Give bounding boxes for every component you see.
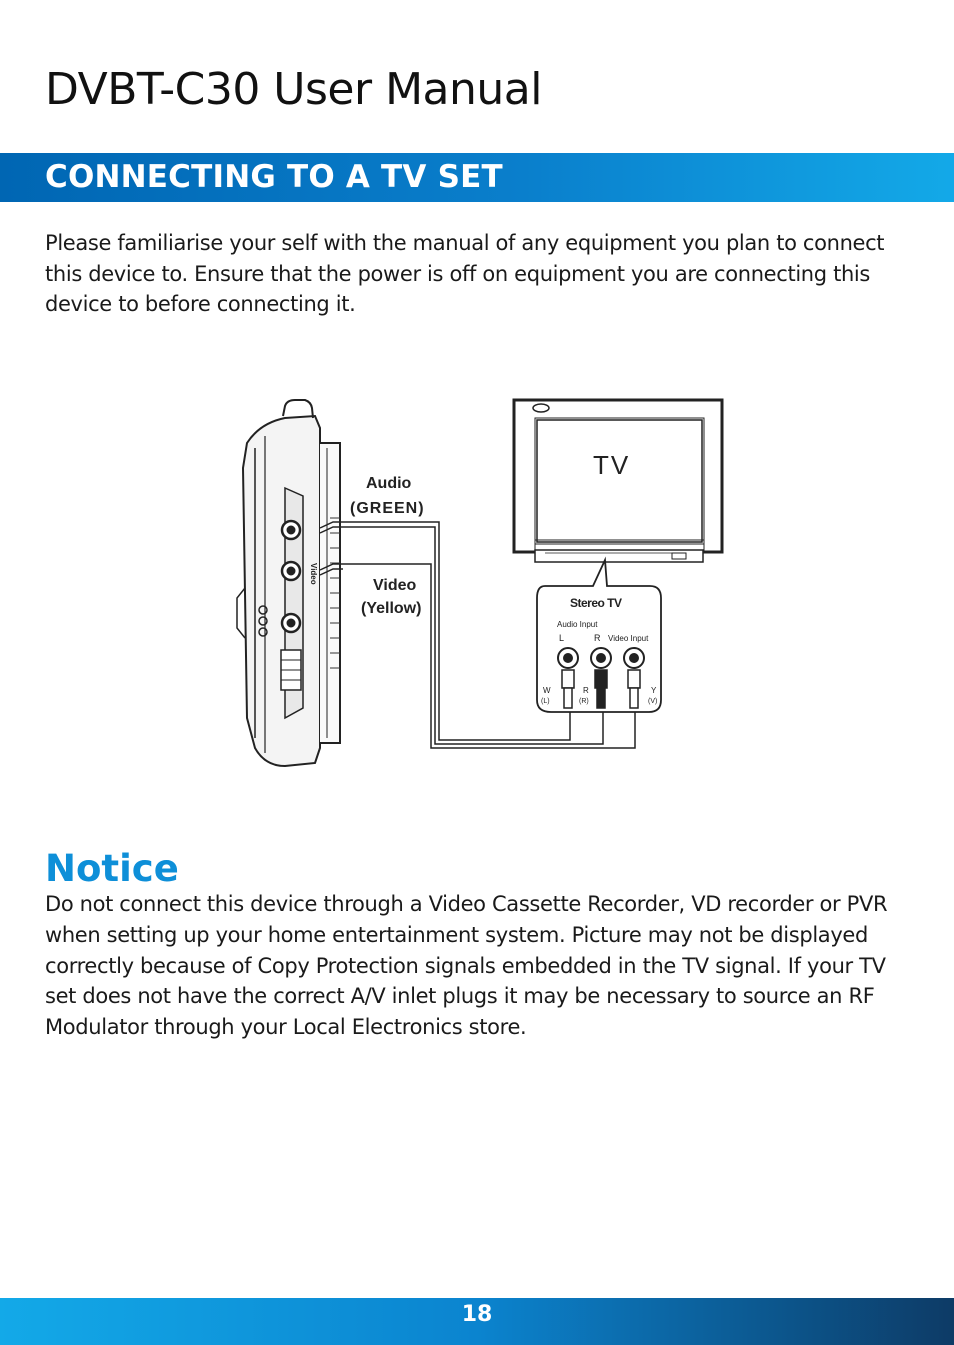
tv-set — [512, 398, 724, 563]
footer-band: 18 — [0, 1298, 954, 1345]
rca-jacks — [557, 647, 645, 669]
rca-plugs — [561, 669, 641, 709]
section-title: CONNECTING TO A TV SET — [45, 159, 503, 195]
section-header-band: CONNECTING TO A TV SET — [0, 153, 954, 202]
plug-r-label: R — [583, 686, 589, 695]
plug-w-sub-label: (L) — [541, 698, 550, 705]
audio-label: Audio — [366, 475, 412, 492]
connection-diagram: Video Audio (GREEN) Video (Yellow) TV St… — [236, 398, 724, 768]
right-channel-label: R — [594, 633, 601, 643]
page-number: 18 — [461, 1302, 493, 1327]
tv-label: TV — [593, 450, 630, 480]
left-channel-label: L — [559, 633, 564, 643]
notice-paragraph: Do not connect this device through a Vid… — [45, 892, 888, 1040]
page-title: DVBT-C30 User Manual — [45, 64, 542, 115]
video-label: Video — [373, 577, 417, 594]
plug-y-sub-label: (V) — [648, 698, 657, 705]
portable-device — [236, 399, 341, 768]
notice-heading: Notice — [45, 847, 179, 890]
av-cables — [319, 521, 636, 749]
plug-y-label: Y — [651, 686, 657, 695]
audio-input-label: Audio Input — [557, 620, 598, 629]
video-input-label: Video Input — [608, 634, 649, 643]
video-color-label: (Yellow) — [361, 600, 421, 617]
device-side-label: Video — [309, 563, 318, 585]
plug-r-sub-label: (R) — [579, 698, 589, 705]
stereo-tv-label: Stereo TV — [570, 596, 622, 610]
audio-color-label: (GREEN) — [350, 500, 425, 517]
plug-w-label: W — [543, 686, 551, 695]
intro-paragraph: Please familiarise your self with the ma… — [45, 231, 885, 316]
